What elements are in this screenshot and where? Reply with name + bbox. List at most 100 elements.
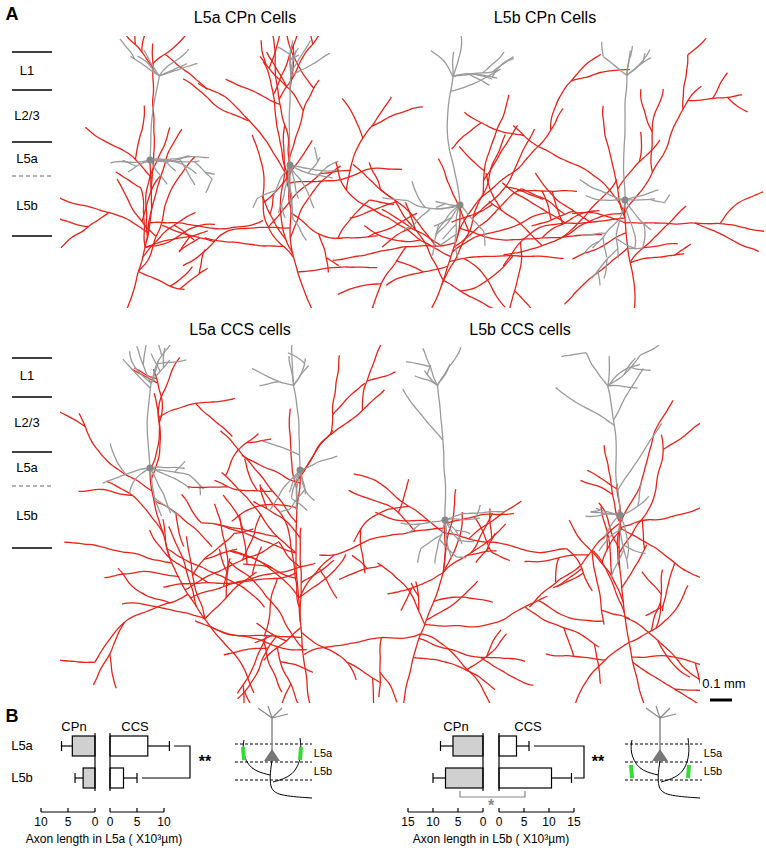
error-cap bbox=[432, 773, 433, 783]
dendrite-branch bbox=[157, 360, 187, 364]
axon-branch bbox=[195, 403, 232, 436]
tick-label: 5 bbox=[134, 816, 141, 830]
axon-branch bbox=[546, 654, 605, 660]
axon-branch bbox=[273, 36, 312, 95]
bar-axis bbox=[498, 733, 499, 791]
dendrite-branch bbox=[150, 157, 209, 162]
axon-branch bbox=[564, 628, 574, 656]
dendrite-branch bbox=[493, 59, 514, 72]
tick-label: 5 bbox=[65, 816, 72, 830]
axon-branch bbox=[61, 212, 109, 247]
bar-cpn bbox=[72, 736, 95, 756]
soma bbox=[147, 465, 154, 472]
axon-branch bbox=[395, 200, 444, 281]
neuron bbox=[300, 347, 603, 703]
axon-branch bbox=[179, 236, 190, 253]
soma bbox=[264, 749, 280, 761]
axon-branch bbox=[535, 173, 590, 222]
dendrite-branch bbox=[455, 239, 458, 259]
dendrite-branch bbox=[130, 351, 151, 383]
axon-branch bbox=[214, 480, 272, 491]
panel-title: L5b CCS cells bbox=[469, 321, 570, 339]
dendrite-branch bbox=[314, 147, 317, 162]
axon-branch bbox=[377, 563, 424, 625]
dendrite-branch bbox=[151, 360, 170, 383]
axon-branch bbox=[79, 413, 152, 491]
inset-label: L5b bbox=[314, 765, 332, 778]
axon-branch bbox=[352, 555, 367, 568]
axon-branch bbox=[466, 634, 506, 670]
dendrite-branch bbox=[631, 367, 651, 370]
axon-branch bbox=[425, 596, 548, 627]
dendrite-branch bbox=[128, 160, 150, 172]
axon-highlight bbox=[631, 765, 632, 778]
layer-boundary-dashed bbox=[625, 780, 702, 781]
axon-branch bbox=[656, 570, 663, 629]
axon-branch bbox=[342, 98, 363, 138]
dendrite-branch bbox=[150, 156, 190, 160]
axon-branch bbox=[629, 585, 688, 642]
axon-branch bbox=[257, 623, 287, 641]
axon-branch bbox=[135, 105, 144, 159]
axon-branch bbox=[639, 132, 641, 162]
axon-branch bbox=[633, 662, 700, 703]
layer-boundary bbox=[12, 235, 52, 237]
layer-label: L5a bbox=[16, 461, 38, 476]
dendrite-branch bbox=[608, 356, 610, 386]
dendrite-branch bbox=[616, 200, 625, 259]
dendrite-branch bbox=[151, 360, 158, 384]
axis-title: Axon length in L5b ( X10³µm) bbox=[413, 833, 569, 847]
axon-branch bbox=[117, 179, 156, 236]
dendrite-branch bbox=[253, 199, 257, 208]
error-bar bbox=[552, 777, 572, 778]
axon-branch bbox=[564, 642, 629, 703]
dendrite bbox=[272, 714, 288, 718]
column-header: CCS bbox=[121, 720, 148, 735]
axon-branch bbox=[242, 514, 261, 560]
axon-branch bbox=[720, 192, 763, 224]
axon-branch bbox=[301, 632, 356, 679]
column-header: CCS bbox=[514, 720, 541, 735]
dendrite-branch bbox=[175, 461, 186, 472]
axon-branch bbox=[594, 644, 600, 683]
axon-branch bbox=[620, 400, 673, 523]
dendrite-branch bbox=[143, 345, 146, 365]
dendrite-branch bbox=[459, 540, 474, 541]
significance-mark: * bbox=[488, 797, 494, 815]
tick-label: 15 bbox=[567, 816, 580, 830]
axon-branch bbox=[625, 223, 764, 232]
tick-label: 5 bbox=[521, 816, 528, 830]
axon-branch bbox=[182, 494, 202, 523]
dendrite-branch bbox=[120, 39, 135, 59]
tick-label: 10 bbox=[34, 816, 47, 830]
error-bar bbox=[75, 777, 83, 778]
dendrite-branch bbox=[290, 165, 339, 171]
axon-branch bbox=[60, 405, 85, 427]
layer-boundary-dashed bbox=[12, 175, 52, 177]
layer-label: L1 bbox=[20, 64, 34, 79]
axon-branch bbox=[222, 473, 296, 553]
layer-boundary-dashed bbox=[625, 762, 702, 763]
axon-branch bbox=[367, 372, 395, 381]
axis-tick bbox=[67, 808, 68, 812]
x-axis bbox=[408, 811, 483, 812]
soma bbox=[147, 157, 154, 164]
dendrite-branch bbox=[620, 496, 649, 515]
axon-branch bbox=[195, 621, 302, 638]
axon-branch bbox=[587, 470, 617, 489]
x-axis bbox=[499, 811, 574, 812]
layer-label: L2/3 bbox=[14, 109, 39, 124]
dendrite-branch bbox=[616, 239, 634, 248]
dendrite-branch bbox=[643, 223, 645, 248]
axon-branch bbox=[625, 618, 700, 690]
axis-tick bbox=[498, 808, 499, 812]
axon-branch bbox=[542, 191, 551, 219]
soma bbox=[617, 512, 624, 519]
dendrite-branch bbox=[150, 468, 162, 516]
axon-branch bbox=[529, 523, 620, 607]
dendrite-branch bbox=[650, 199, 665, 202]
axon-branch bbox=[464, 112, 524, 135]
column-header: CPn bbox=[61, 720, 86, 735]
